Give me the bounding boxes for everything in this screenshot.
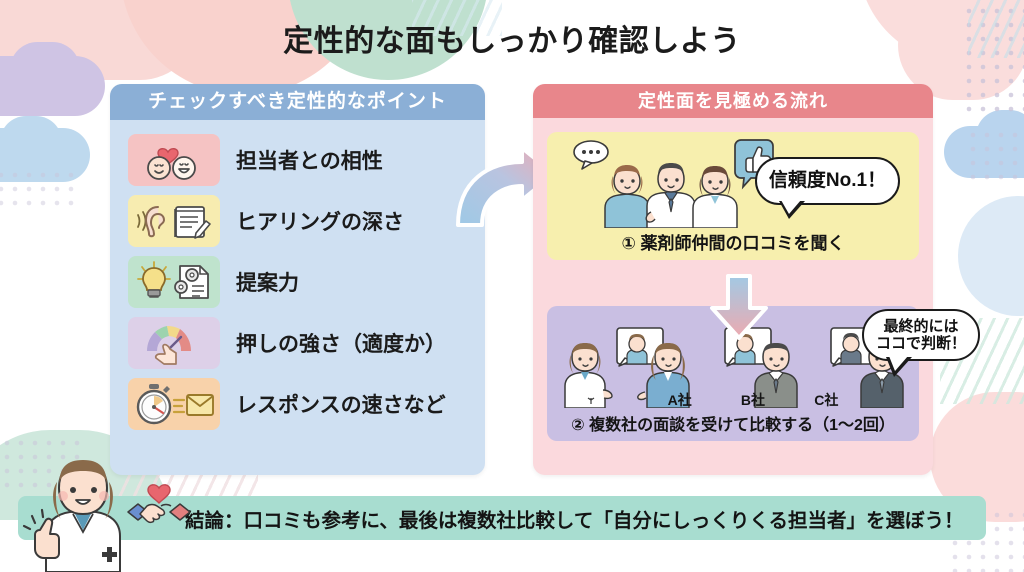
list-item-label: 担当者との相性 <box>236 150 383 173</box>
conclusion-banner-text: 結論：口コミも参考に、最後は複数社比較して「自分にしっくりくる担当者」を選ぼう！ <box>185 510 964 532</box>
cloud-blue-bottomright <box>958 196 1024 316</box>
dot-pattern-right <box>966 128 1024 188</box>
three-pharmacists-thumbs-up-icon <box>565 136 775 229</box>
list-item[interactable]: 担当者との相性 <box>128 134 485 186</box>
list-item[interactable]: レスポンスの速さなど <box>128 378 485 430</box>
list-item-label: 提案力 <box>236 272 299 295</box>
bubble-tail-inner <box>781 200 801 214</box>
left-panel-header: チェックすべき定性的なポイント <box>110 84 485 120</box>
final-decision-speech-bubble: 最終的には ココで判断！ <box>862 309 980 377</box>
company-label-a: A社 <box>667 392 692 408</box>
trust-speech-bubble: 信頼度No.1！ <box>755 157 900 219</box>
handshake-heart-icon <box>126 484 192 536</box>
list-item[interactable]: 押しの強さ（適度か） <box>128 317 485 369</box>
step-2-caption: ② 複数社の面談を受けて比較する（1〜2回） <box>571 417 895 434</box>
qualitative-points-list: 担当者との相性 ヒアリングの深さ <box>110 120 485 430</box>
lightbulb-gears-document-icon <box>128 256 220 308</box>
company-label-b: B社 <box>740 392 766 408</box>
trust-bubble-text: 信頼度No.1！ <box>768 170 887 192</box>
stopwatch-envelope-icon <box>128 378 220 430</box>
cloud-purple-left-bump <box>10 42 80 97</box>
stripe-pattern-topright <box>968 0 1024 58</box>
page-title: 定性的な面もしっかり確認しよう <box>283 25 741 58</box>
list-item[interactable]: 提案力 <box>128 256 485 308</box>
bubble-tail-inner <box>889 356 908 371</box>
list-item-label: レスポンスの速さなど <box>236 394 446 417</box>
final-bubble-line1: 最終的には <box>883 317 959 335</box>
list-item-label: 押しの強さ（適度か） <box>236 333 446 356</box>
list-item[interactable]: ヒアリングの深さ <box>128 195 485 247</box>
ear-notepad-icon <box>128 195 220 247</box>
final-bubble-line2: ココで判断！ <box>875 335 966 352</box>
gauge-meter-hand-icon <box>128 317 220 369</box>
stripe-pattern-top <box>412 0 502 36</box>
company-label-c: C社 <box>814 392 839 408</box>
right-panel-header: 定性面を見極める流れ <box>533 84 933 118</box>
cloud-blue-left-bump <box>0 116 62 168</box>
step-1-caption: ① 薬剤師仲間の口コミを聞く <box>621 234 845 253</box>
qualitative-points-panel: チェックすべき定性的なポイント 担当者との相性 <box>110 84 485 475</box>
pharmacist-thumbs-up-icon <box>18 438 148 572</box>
company-labels: A社 B社 C社 <box>547 390 919 410</box>
down-arrow-icon <box>708 272 770 342</box>
two-smiling-faces-heart-icon <box>128 134 220 186</box>
list-item-label: ヒアリングの深さ <box>236 211 404 234</box>
dot-pattern-left <box>0 168 74 208</box>
